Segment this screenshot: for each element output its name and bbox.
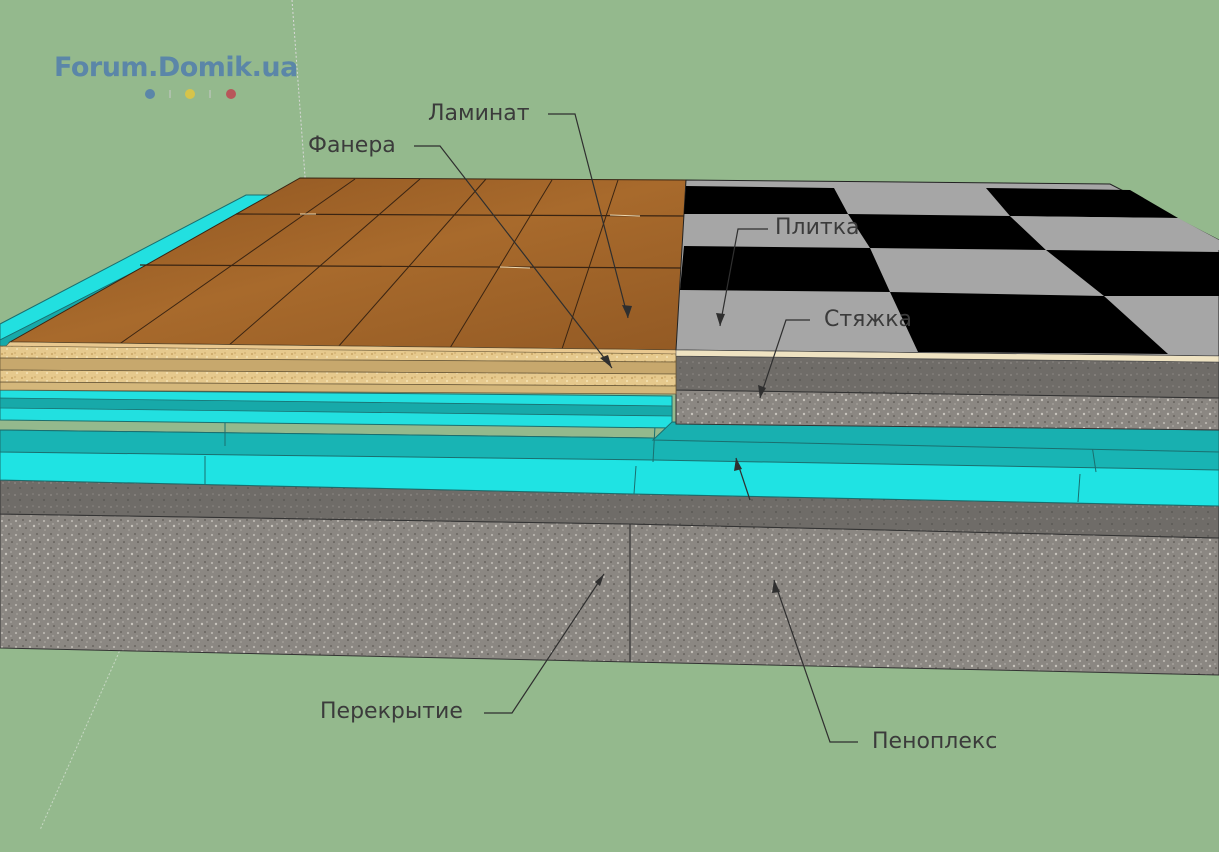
axis-line-vertical [291,0,307,191]
label-laminate: Ламинат [428,101,530,126]
leader-laminate [548,113,629,319]
leader-plywood [414,145,613,369]
logo-dots-icon [145,89,236,99]
slab-layer [0,479,1219,676]
label-screed: Стяжка [824,307,912,332]
screed-layer [675,355,1219,431]
leader-slab [484,573,605,714]
leader-arrowheads [595,305,780,593]
plywood-layer [0,345,677,395]
label-plywood: Фанера [308,133,396,158]
label-slab: Перекрытие [320,699,463,724]
tile-layer [675,179,1219,363]
laminate-layer [5,177,687,355]
label-tile: Плитка [775,215,860,240]
label-penoplex: Пеноплекс [872,729,998,754]
leader-screed [759,319,810,399]
site-logo: Forum.Domik.ua [54,52,298,83]
leader-tile [719,228,768,327]
leader-penoplex [773,579,858,743]
